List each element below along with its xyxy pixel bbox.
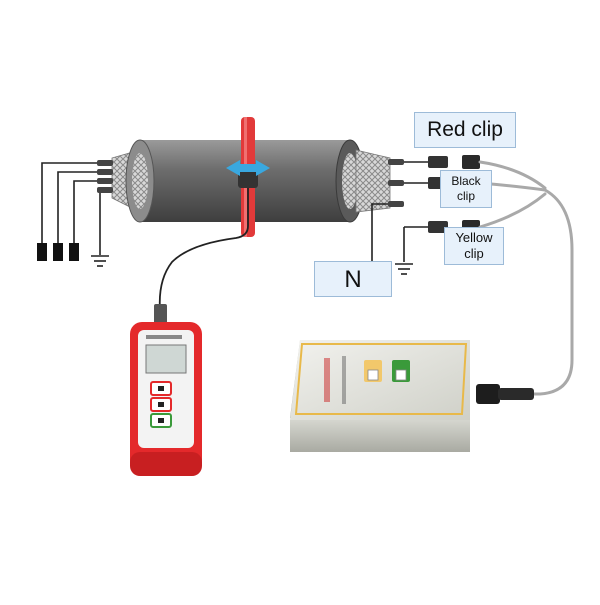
red-clip-icon bbox=[428, 155, 480, 169]
black-clip-label: Black clip bbox=[440, 170, 492, 208]
meter-lead bbox=[158, 188, 249, 311]
left-conductor-wires bbox=[41, 162, 112, 255]
ground-symbol-icon bbox=[91, 255, 109, 267]
handheld-tester-icon bbox=[130, 304, 202, 476]
left-ground-stakes bbox=[37, 243, 79, 261]
red-clip-label: Red clip bbox=[414, 112, 516, 148]
yellow-clip-label: Yellow clip bbox=[444, 227, 504, 265]
right-braid-ends bbox=[355, 149, 404, 213]
ground-symbol-icon bbox=[395, 263, 413, 275]
neutral-label: N bbox=[314, 261, 392, 297]
test-leads bbox=[478, 160, 574, 396]
signal-generator-icon bbox=[290, 340, 534, 452]
current-clamp bbox=[226, 117, 270, 237]
neutral-wires bbox=[371, 203, 405, 262]
